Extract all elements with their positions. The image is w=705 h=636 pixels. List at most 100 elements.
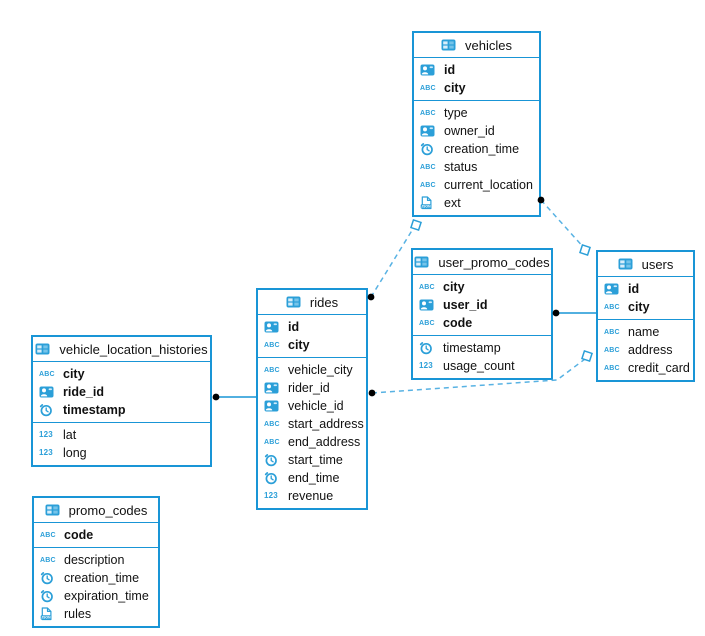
table-header[interactable]: vehicle_location_histories — [33, 337, 210, 362]
number-icon: 123 — [39, 430, 53, 439]
column-row[interactable]: ride_id — [33, 383, 210, 401]
column-row[interactable]: id — [414, 61, 539, 79]
column-row[interactable]: ABC current_location — [414, 176, 539, 194]
column-row[interactable]: id — [598, 280, 693, 298]
column-name: code — [64, 527, 94, 542]
text-icon: ABC — [604, 328, 620, 336]
column-name: type — [444, 105, 468, 120]
column-row[interactable]: creation_time — [414, 140, 539, 158]
table-title: promo_codes — [68, 502, 148, 518]
column-name: current_location — [444, 177, 533, 192]
column-name: vehicle_id — [288, 398, 344, 413]
column-name: rider_id — [288, 380, 330, 395]
column-row[interactable]: vehicle_id — [258, 397, 366, 415]
column-row[interactable]: 123 lat — [33, 426, 210, 444]
svg-text:JSON: JSON — [41, 616, 51, 620]
text-icon: ABC — [40, 556, 56, 564]
text-icon: ABC — [420, 84, 436, 92]
timestamp-icon — [39, 403, 58, 417]
table-title: vehicle_location_histories — [59, 341, 208, 357]
relationship-line-vehicles-rides[interactable] — [370, 223, 417, 298]
table-header[interactable]: users — [598, 252, 693, 277]
column-name: id — [628, 281, 640, 296]
column-name: creation_time — [64, 570, 140, 585]
timestamp-icon — [419, 341, 438, 355]
table-header[interactable]: promo_codes — [34, 498, 158, 523]
connector-dot-marker — [552, 309, 560, 317]
column-row[interactable]: owner_id — [414, 122, 539, 140]
text-icon: ABC — [420, 181, 436, 189]
column-name: long — [63, 445, 87, 460]
relationship-line-vehicles-users[interactable] — [540, 199, 586, 250]
table-promo_codes[interactable]: promo_codes ABC code ABC description creati… — [32, 496, 160, 628]
column-row[interactable]: ABC code — [34, 526, 158, 544]
table-icon — [414, 256, 433, 268]
column-row[interactable]: expiration_time — [34, 587, 158, 605]
column-name: start_address — [288, 416, 364, 431]
timestamp-icon — [40, 589, 59, 603]
table-icon — [35, 343, 54, 355]
column-name: rules — [64, 606, 92, 621]
column-name: expiration_time — [64, 588, 149, 603]
column-row[interactable]: ABC name — [598, 323, 693, 341]
timestamp-icon — [264, 453, 283, 467]
column-name: lat — [63, 427, 77, 442]
column-row[interactable]: rider_id — [258, 379, 366, 397]
table-header[interactable]: rides — [258, 290, 366, 315]
column-name: city — [288, 337, 310, 352]
number-icon: 123 — [419, 361, 433, 370]
table-header[interactable]: vehicles — [414, 33, 539, 58]
column-row[interactable]: timestamp — [413, 339, 551, 357]
column-row[interactable]: user_id — [413, 296, 551, 314]
column-name: status — [444, 159, 478, 174]
column-row[interactable]: creation_time — [34, 569, 158, 587]
column-name: description — [64, 552, 125, 567]
column-row[interactable]: timestamp — [33, 401, 210, 419]
number-icon: 123 — [39, 448, 53, 457]
person-id-icon — [264, 382, 283, 394]
column-row[interactable]: end_time — [258, 469, 366, 487]
column-name: name — [628, 324, 660, 339]
column-name: id — [444, 62, 456, 77]
column-row[interactable]: id — [258, 318, 366, 336]
column-name: ride_id — [63, 384, 104, 399]
column-name: city — [63, 366, 85, 381]
table-icon — [618, 258, 637, 270]
column-row[interactable]: start_time — [258, 451, 366, 469]
text-icon: ABC — [264, 438, 280, 446]
table-header[interactable]: user_promo_codes — [413, 250, 551, 275]
column-row[interactable]: ABC description — [34, 551, 158, 569]
column-name: start_time — [288, 452, 343, 467]
text-icon: ABC — [40, 531, 56, 539]
connector-square-marker — [410, 219, 422, 231]
column-row[interactable]: 123 long — [33, 444, 210, 462]
column-row[interactable]: JSON rules — [34, 605, 158, 623]
person-id-icon — [420, 125, 439, 137]
